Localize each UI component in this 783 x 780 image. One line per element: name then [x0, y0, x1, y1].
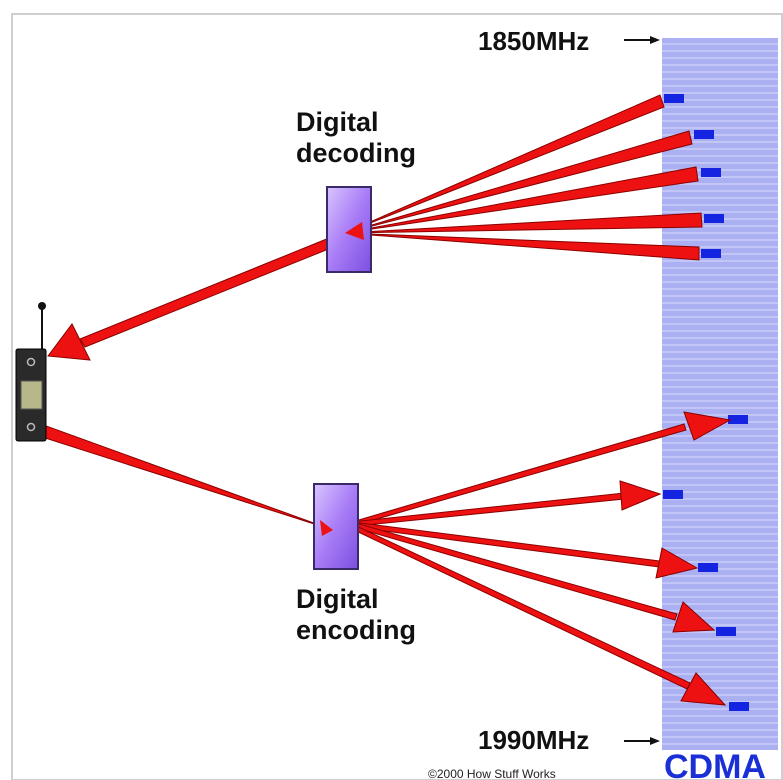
band-lines [662, 43, 778, 745]
channel-slot [701, 168, 721, 177]
copyright-text: ©2000 How Stuff Works [428, 767, 556, 780]
mobile-phone-icon [15, 302, 47, 442]
phone-button [26, 422, 36, 432]
channel-slot [704, 214, 724, 223]
cdma-logo: CDMA [664, 748, 766, 780]
channel-slot [701, 249, 721, 258]
incoming-signal-wedge [344, 212, 703, 234]
incoming-signal-wedge [344, 130, 693, 234]
channel-slot [716, 627, 736, 636]
incoming-signal-wedge [344, 232, 700, 261]
incoming-signal-wedge [344, 94, 665, 234]
outgoing-arrowhead [619, 480, 662, 511]
freq-bottom-pointer [624, 737, 660, 745]
freq-top-pointer [624, 36, 660, 44]
outgoing-arrowhead [683, 411, 732, 441]
phone-screen [20, 380, 43, 410]
channel-slots [663, 94, 749, 711]
encoder-arrow-tip [320, 520, 333, 536]
channel-slot [729, 702, 749, 711]
encoding-label-line2: encoding [296, 615, 416, 645]
incoming-signal-wedge [344, 166, 699, 234]
outgoing-arrowhead [680, 672, 727, 706]
phone-arrowhead [47, 323, 91, 361]
phone-antenna-tip [38, 302, 46, 310]
channel-slot [664, 94, 684, 103]
channel-slot [694, 130, 714, 139]
channel-slot [698, 563, 718, 572]
decoding-label-line1: Digital [296, 107, 379, 137]
decoder-arrow-tip [345, 222, 364, 240]
outgoing-arrowhead [655, 547, 699, 579]
decoding-label-line2: decoding [296, 138, 416, 168]
freq-bottom-label: 1990MHz [478, 725, 589, 755]
decoder-box [326, 186, 372, 273]
decoding-fan [344, 94, 703, 261]
encoding-label-line1: Digital [296, 584, 379, 614]
outgoing-arrowhead [672, 601, 716, 633]
encoder-box [313, 483, 359, 570]
channel-slot [663, 490, 683, 499]
channel-slot [728, 415, 748, 424]
phone-speaker [26, 357, 36, 367]
freq-top-label: 1850MHz [478, 26, 589, 56]
